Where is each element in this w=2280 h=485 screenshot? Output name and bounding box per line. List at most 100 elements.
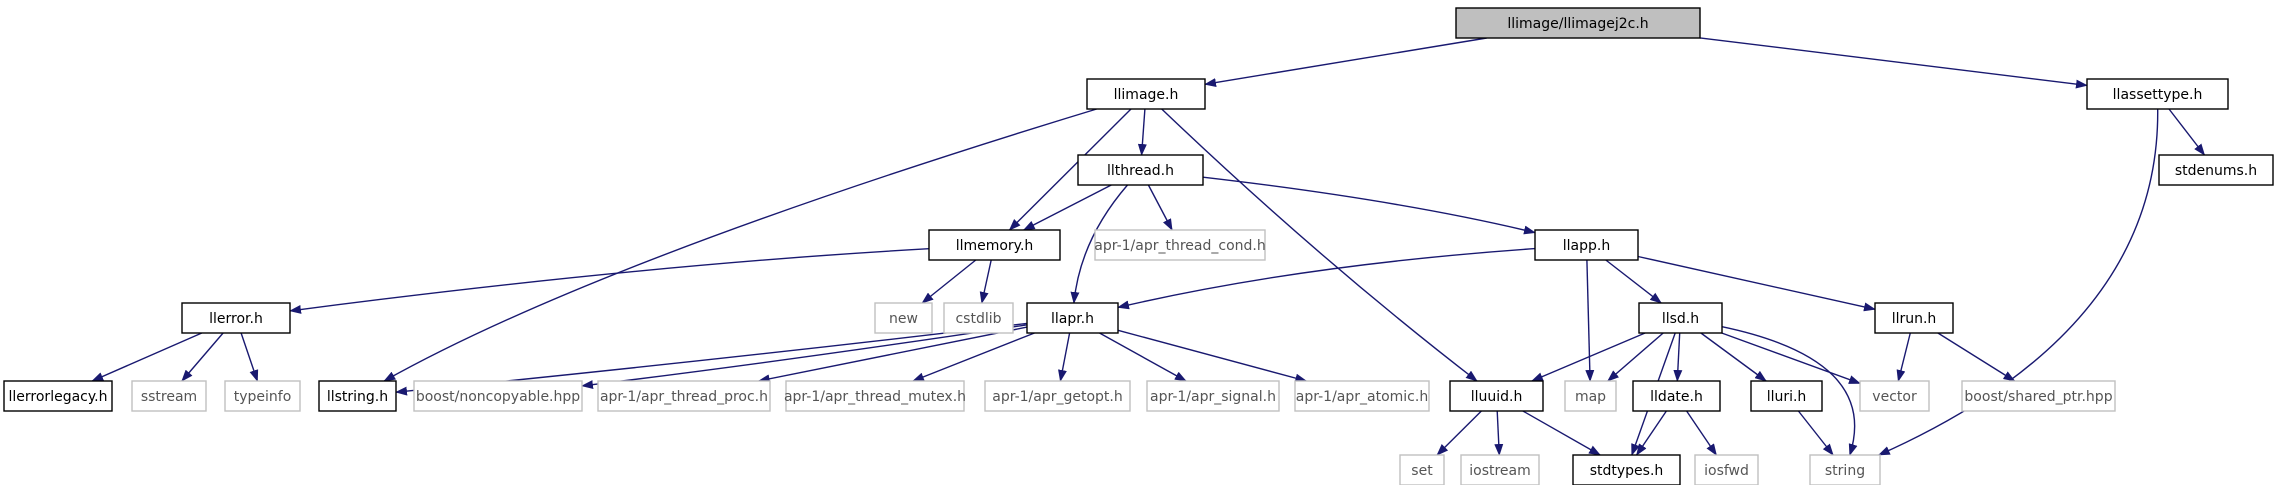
node-box: [1449, 380, 1544, 412]
node-set: set: [1399, 454, 1445, 485]
node-box: [1026, 302, 1119, 334]
node-label: apr-1/apr_signal.h: [1150, 389, 1276, 405]
node-label: typeinfo: [234, 389, 292, 405]
edge-llapr-to-apr_signal: [1099, 332, 1187, 382]
node-box: [928, 229, 1061, 261]
edge-llapp-to-llapr: [1117, 247, 1536, 310]
node-label: llmemory.h: [956, 238, 1034, 254]
node-label: vector: [1872, 389, 1917, 405]
node-box: [2086, 78, 2229, 110]
node-label: llassettype.h: [2113, 87, 2203, 103]
node-box: [131, 380, 207, 412]
node-label: sstream: [141, 389, 197, 405]
edge-llrun-to-shared_ptr: [1937, 332, 2016, 382]
edge-llimagej2c-to-llimage: [1204, 37, 1487, 87]
node-label: iostream: [1469, 463, 1531, 479]
node-map: map: [1564, 380, 1617, 412]
node-llassettype[interactable]: llassettype.h: [2086, 78, 2229, 110]
node-stdtypes[interactable]: stdtypes.h: [1572, 454, 1681, 485]
node-llthread[interactable]: llthread.h: [1077, 154, 1204, 186]
node-label: llerror.h: [209, 311, 263, 327]
node-box: [1077, 154, 1204, 186]
node-label: set: [1411, 463, 1433, 479]
edge-llerror-to-llerrorlegacy: [91, 332, 203, 382]
node-label: llapr.h: [1051, 311, 1094, 327]
edge-llsd-to-lluuid: [1530, 332, 1646, 382]
node-label: llerrorlegacy.h: [9, 389, 108, 405]
node-box: [181, 302, 291, 334]
node-label: llimage/llimagej2c.h: [1507, 16, 1648, 32]
edge-lluuid-to-set: [1436, 410, 1482, 456]
node-box: [1564, 380, 1617, 412]
node-box: [1750, 380, 1823, 412]
node-box: [1572, 454, 1681, 485]
node-label: llstring.h: [327, 389, 388, 405]
edge-llimage-to-llmemory: [1008, 108, 1132, 231]
node-label: llrun.h: [1892, 311, 1937, 327]
edge-llthread-to-apr_thread_cond: [1147, 184, 1173, 231]
node-box: [1859, 380, 1930, 412]
node-label: stdenums.h: [2175, 163, 2257, 179]
edge-llassettype-to-stdenums: [2168, 108, 2206, 156]
node-label: llsd.h: [1662, 311, 1699, 327]
node-box: [2158, 154, 2274, 186]
edge-llapr-to-noncopyable: [581, 324, 1028, 390]
node-label: boost/noncopyable.hpp: [416, 389, 580, 405]
edge-llrun-to-vector: [1896, 332, 1911, 382]
node-box: [984, 380, 1131, 412]
edge-llapr-to-apr_atomic: [1117, 329, 1308, 383]
node-typeinfo: typeinfo: [224, 380, 301, 412]
node-llrun[interactable]: llrun.h: [1874, 302, 1954, 334]
node-sstream: sstream: [131, 380, 207, 412]
edge-lluuid-to-stdtypes: [1522, 410, 1601, 456]
node-cstdlib: cstdlib: [943, 302, 1014, 334]
node-stdenums[interactable]: stdenums.h: [2158, 154, 2274, 186]
edge-llsd-to-lluri: [1700, 332, 1767, 382]
node-label: iosfwd: [1704, 463, 1749, 479]
node-llstring[interactable]: llstring.h: [318, 380, 397, 412]
node-label: apr-1/apr_atomic.h: [1296, 389, 1428, 405]
edge-lluri-to-string: [1797, 410, 1834, 456]
node-llsd[interactable]: llsd.h: [1638, 302, 1723, 334]
node-box: [1874, 302, 1954, 334]
node-label: lldate.h: [1650, 389, 1703, 405]
node-label: apr-1/apr_thread_cond.h: [1094, 238, 1265, 254]
node-new: new: [874, 302, 933, 334]
node-box: [1086, 78, 1206, 110]
node-label: boost/shared_ptr.hpp: [1964, 389, 2112, 405]
node-box: [1638, 302, 1723, 334]
node-llerrorlegacy[interactable]: llerrorlegacy.h: [3, 380, 113, 412]
node-llerror[interactable]: llerror.h: [181, 302, 291, 334]
node-label: stdtypes.h: [1590, 463, 1664, 479]
node-llimage[interactable]: llimage.h: [1086, 78, 1206, 110]
node-iostream: iostream: [1460, 454, 1540, 485]
edge-llthread-to-llapr: [1070, 184, 1129, 304]
edge-llmemory-to-new: [921, 259, 977, 304]
node-box: [1534, 229, 1639, 261]
node-apr_thread_proc: apr-1/apr_thread_proc.h: [597, 380, 771, 412]
node-box: [1294, 380, 1430, 412]
node-llmemory[interactable]: llmemory.h: [928, 229, 1061, 261]
node-shared_ptr: boost/shared_ptr.hpp: [1961, 380, 2116, 412]
node-lldate[interactable]: lldate.h: [1632, 380, 1721, 412]
edge-llmemory-to-cstdlib: [979, 259, 992, 304]
node-box: [413, 380, 583, 412]
node-box: [3, 380, 113, 412]
node-llimagej2c[interactable]: llimage/llimagej2c.h: [1455, 7, 1701, 39]
edge-llerror-to-typeinfo: [240, 332, 259, 382]
edge-lluuid-to-iostream: [1494, 410, 1504, 456]
node-apr_signal: apr-1/apr_signal.h: [1146, 380, 1280, 412]
node-llapr[interactable]: llapr.h: [1026, 302, 1119, 334]
edge-llapp-to-map: [1585, 259, 1595, 382]
edge-lldate-to-iosfwd: [1686, 410, 1717, 456]
node-label: cstdlib: [955, 311, 1001, 327]
node-lluri[interactable]: lluri.h: [1750, 380, 1823, 412]
node-apr_getopt: apr-1/apr_getopt.h: [984, 380, 1131, 412]
node-string: string: [1809, 454, 1881, 485]
node-label: new: [889, 311, 918, 327]
node-lluuid[interactable]: lluuid.h: [1449, 380, 1544, 412]
node-llapp[interactable]: llapp.h: [1534, 229, 1639, 261]
edge-llassettype-to-string: [1877, 108, 2159, 456]
edge-llapp-to-llrun: [1637, 255, 1876, 312]
edge-llsd-to-lldate: [1673, 332, 1683, 382]
